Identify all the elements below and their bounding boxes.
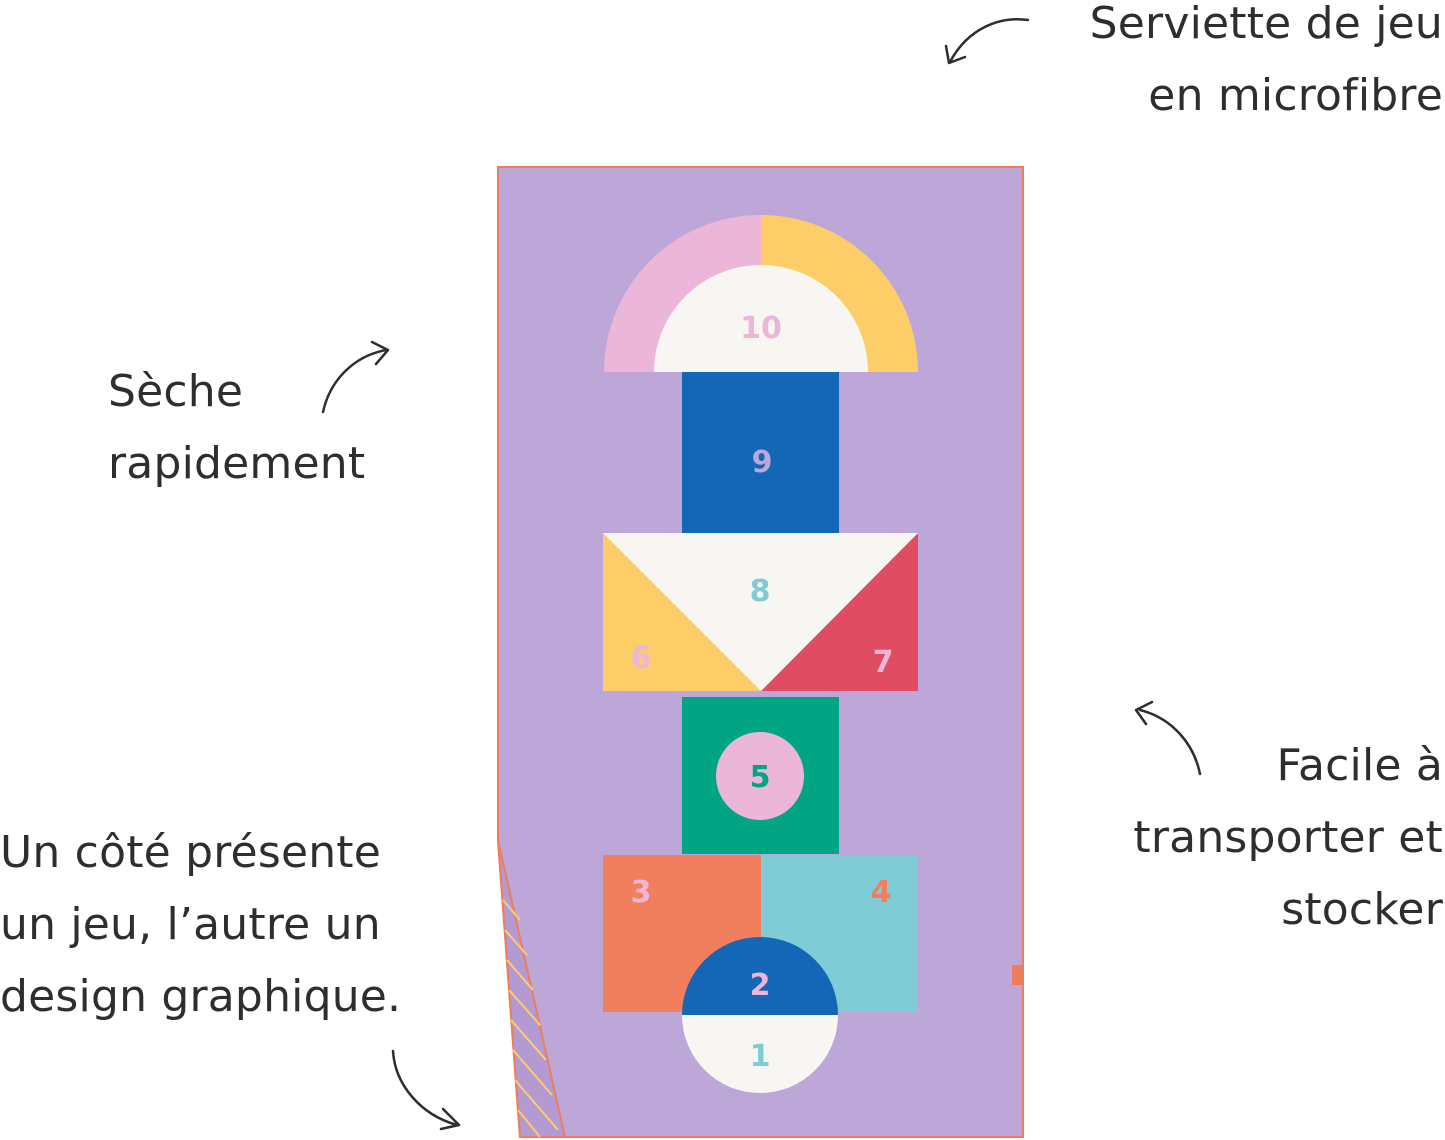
curved-arrow-icon: [321, 340, 390, 414]
caption-line: en microfibre: [1148, 70, 1443, 121]
caption-line: transporter et: [1133, 812, 1443, 863]
caption-easy-carry: Facile à transporter et stocker: [1133, 730, 1443, 946]
number-2: 2: [750, 968, 771, 1003]
caption-line: rapidement: [108, 438, 366, 489]
caption-line: Sèche: [108, 366, 244, 417]
squares-1-2: 2 1: [682, 937, 838, 1093]
caption-line: stocker: [1281, 884, 1443, 935]
number-4: 4: [871, 875, 892, 910]
number-8: 8: [750, 574, 771, 609]
number-5: 5: [750, 760, 771, 795]
caption-microfiber: Serviette de jeu en microfibre: [1090, 0, 1443, 132]
number-7: 7: [873, 645, 894, 680]
caption-line: Un côté présente: [0, 827, 382, 878]
number-10: 10: [740, 311, 782, 346]
caption-line: Serviette de jeu: [1089, 0, 1443, 49]
caption-line: un jeu, l’autre un: [0, 899, 381, 950]
number-1: 1: [750, 1039, 771, 1074]
curved-arrow-icon: [944, 18, 1030, 65]
square-5: 5: [682, 697, 839, 854]
caption-quick-dry: Sèche rapidement: [108, 356, 365, 500]
number-6: 6: [631, 641, 652, 676]
curved-arrow-icon: [1134, 700, 1202, 776]
square-9: 9: [682, 372, 839, 533]
towel-tag: [1012, 965, 1023, 985]
square-10: 10: [604, 215, 918, 372]
number-3: 3: [631, 875, 652, 910]
caption-two-sides: Un côté présente un jeu, l’autre un desi…: [0, 817, 401, 1033]
squares-6-7-8: 8 6 7: [603, 533, 918, 691]
number-9: 9: [752, 445, 773, 480]
curved-arrow-icon: [391, 1049, 461, 1131]
towel-folded-corner: [497, 839, 567, 1138]
caption-line: Facile à: [1276, 740, 1443, 791]
caption-line: design graphique.: [0, 971, 402, 1022]
